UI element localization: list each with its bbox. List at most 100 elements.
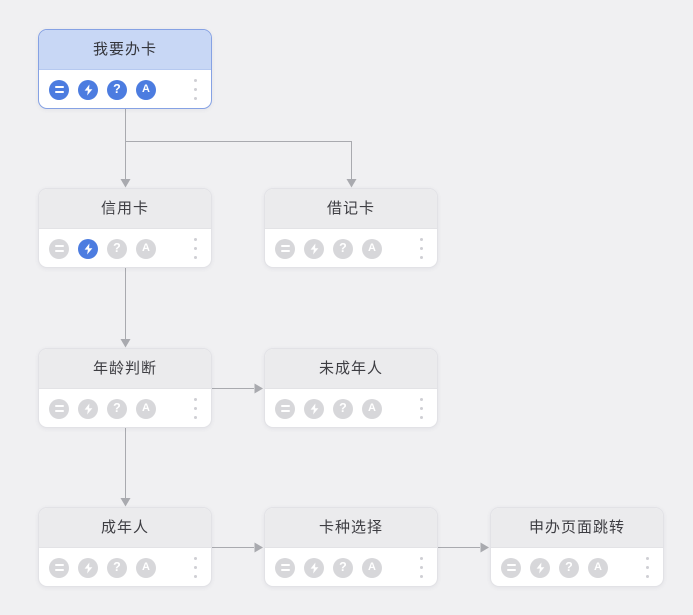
kebab-dot [420,575,423,578]
flow-node-apply-page-redirect[interactable]: 申办页面跳转 ? A [490,507,664,587]
flow-node-apply-card[interactable]: 我要办卡 ? A [38,29,212,109]
letter-a-icon[interactable]: A [136,79,156,100]
letter-a-icon[interactable]: A [588,557,608,578]
question-icon[interactable]: ? [107,238,127,259]
kebab-dot [194,88,197,91]
letter-a-icon[interactable]: A [362,238,382,259]
kebab-menu-icon[interactable] [418,396,425,421]
flow-node-credit-card[interactable]: 信用卡 ? A [38,188,212,268]
flow-node-debit-card[interactable]: 借记卡 ? A [264,188,438,268]
arrowhead-to-credit [120,179,131,188]
question-glyph: ? [113,560,121,575]
question-icon[interactable]: ? [333,238,353,259]
bars-glyph [54,244,64,253]
answer-icon[interactable] [49,79,69,100]
flow-node-age-check[interactable]: 年龄判断 ? A [38,348,212,428]
letter-a-icon[interactable]: A [136,557,156,578]
trigger-icon[interactable] [304,557,324,578]
node-title: 借记卡 [265,189,437,229]
bars-glyph [54,85,64,94]
kebab-menu-icon[interactable] [418,555,425,580]
kebab-menu-icon[interactable] [192,555,199,580]
kebab-dot [194,557,197,560]
question-icon[interactable]: ? [559,557,579,578]
answer-icon[interactable] [49,398,69,419]
kebab-dot [194,416,197,419]
node-title: 年龄判断 [39,349,211,389]
answer-icon[interactable] [49,557,69,578]
trigger-icon[interactable] [78,557,98,578]
kebab-dot [420,566,423,569]
kebab-dot [420,256,423,259]
trigger-icon[interactable] [78,79,98,100]
bars-glyph [280,404,290,413]
answer-icon[interactable] [501,557,521,578]
flow-node-card-type-select[interactable]: 卡种选择 ? A [264,507,438,587]
kebab-dot [194,79,197,82]
answer-icon[interactable] [275,557,295,578]
answer-icon[interactable] [275,238,295,259]
kebab-dot [420,238,423,241]
letter-a-icon[interactable]: A [136,238,156,259]
question-icon[interactable]: ? [107,79,127,100]
arrowhead-to-age [120,339,131,348]
node-toolbar: ? A [39,389,211,428]
kebab-menu-icon[interactable] [192,396,199,421]
node-toolbar: ? A [39,70,211,109]
arrowhead-to-debit [346,179,357,188]
letter-a-glyph: A [142,83,150,95]
question-icon[interactable]: ? [107,557,127,578]
question-glyph: ? [339,560,347,575]
letter-a-glyph: A [368,402,376,414]
edge-apply-branch [125,109,352,179]
letter-a-glyph: A [142,242,150,254]
kebab-dot [420,557,423,560]
node-toolbar: ? A [39,229,211,268]
node-title: 信用卡 [39,189,211,229]
kebab-dot [420,416,423,419]
node-title: 我要办卡 [39,30,211,70]
lightning-glyph [310,403,318,414]
trigger-icon[interactable] [78,238,98,259]
node-title: 卡种选择 [265,508,437,548]
arrowhead-to-adult [120,498,131,507]
bars-glyph [280,244,290,253]
kebab-menu-icon[interactable] [192,77,199,102]
trigger-icon[interactable] [304,238,324,259]
question-glyph: ? [339,241,347,256]
letter-a-icon[interactable]: A [136,398,156,419]
bars-glyph [54,563,64,572]
letter-a-icon[interactable]: A [362,557,382,578]
question-icon[interactable]: ? [333,398,353,419]
kebab-menu-icon[interactable] [418,236,425,261]
question-icon[interactable]: ? [333,557,353,578]
bars-glyph [506,563,516,572]
answer-icon[interactable] [49,238,69,259]
node-toolbar: ? A [265,229,437,268]
trigger-icon[interactable] [78,398,98,419]
question-glyph: ? [113,241,121,256]
trigger-icon[interactable] [530,557,550,578]
lightning-glyph [536,562,544,573]
flow-node-adult[interactable]: 成年人 ? A [38,507,212,587]
trigger-icon[interactable] [304,398,324,419]
letter-a-glyph: A [142,561,150,573]
node-title: 未成年人 [265,349,437,389]
question-icon[interactable]: ? [107,398,127,419]
flow-node-minor[interactable]: 未成年人 ? A [264,348,438,428]
kebab-dot [194,97,197,100]
kebab-dot [420,247,423,250]
kebab-dot [194,575,197,578]
kebab-dot [194,238,197,241]
question-glyph: ? [339,401,347,416]
lightning-glyph [84,243,92,254]
bars-glyph [54,404,64,413]
letter-a-glyph: A [368,242,376,254]
kebab-menu-icon[interactable] [192,236,199,261]
kebab-menu-icon[interactable] [644,555,651,580]
answer-icon[interactable] [275,398,295,419]
kebab-dot [420,407,423,410]
letter-a-icon[interactable]: A [362,398,382,419]
